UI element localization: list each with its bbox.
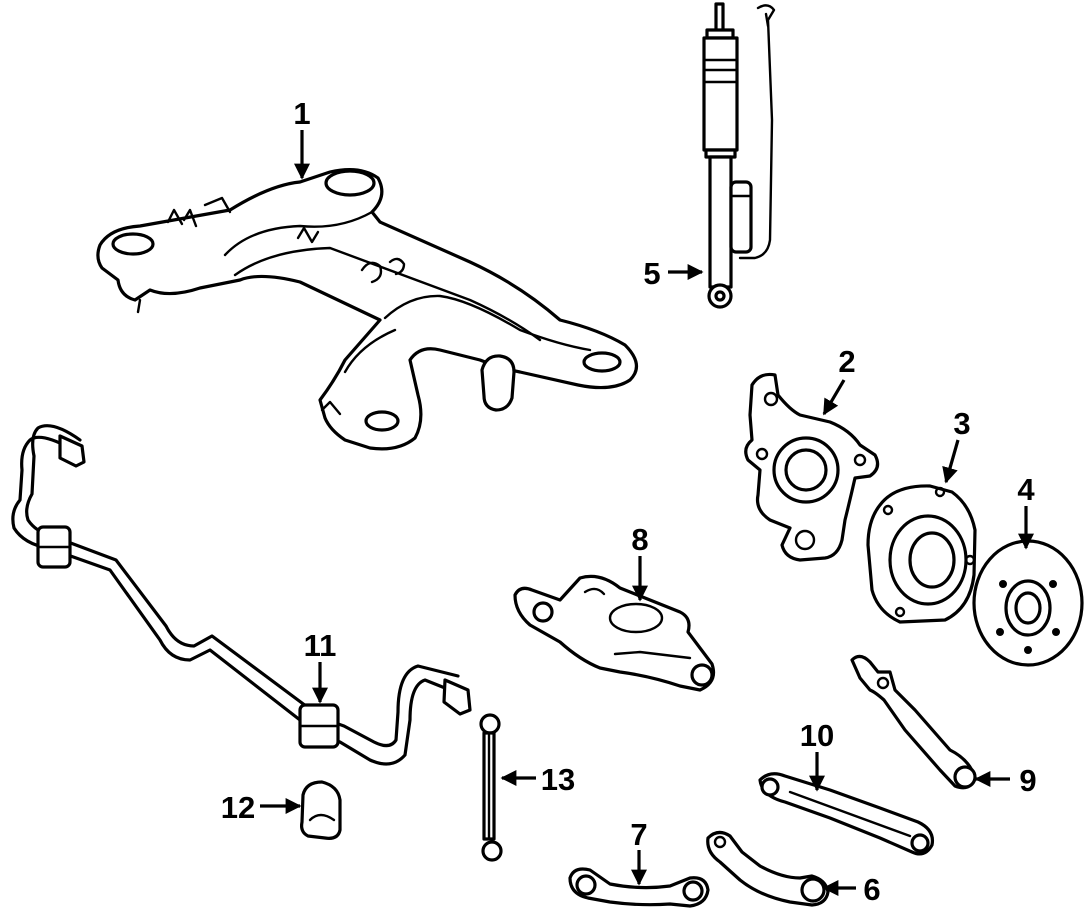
stabilizer-bushing-part[interactable] <box>300 780 342 840</box>
callout-labels: 1 2 3 4 5 6 7 8 9 10 11 12 13 <box>221 96 1037 907</box>
toe-link-part[interactable] <box>706 830 830 907</box>
lower-control-arm-part[interactable] <box>513 574 716 692</box>
hub-bearing-part[interactable] <box>866 484 977 624</box>
callout-9[interactable]: 9 <box>1019 763 1036 798</box>
callout-6[interactable]: 6 <box>863 872 880 907</box>
brake-disc-part[interactable] <box>972 539 1084 667</box>
shock-absorber-part[interactable] <box>702 2 776 309</box>
callout-2[interactable]: 2 <box>838 344 855 379</box>
callout-4[interactable]: 4 <box>1017 472 1035 507</box>
camber-link-part[interactable] <box>758 772 935 856</box>
upper-arm-part[interactable] <box>568 867 710 908</box>
callout-8[interactable]: 8 <box>631 522 648 557</box>
callout-10[interactable]: 10 <box>800 718 834 753</box>
callout-11[interactable]: 11 <box>304 628 337 663</box>
subframe-part[interactable] <box>96 167 638 451</box>
callout-5[interactable]: 5 <box>643 256 660 291</box>
stabilizer-bar-part[interactable] <box>11 424 472 766</box>
callout-13[interactable]: 13 <box>541 762 575 797</box>
trailing-arm-part[interactable] <box>850 654 977 790</box>
leader-lines <box>260 130 1034 896</box>
stabilizer-link-part[interactable] <box>479 713 503 862</box>
callout-12[interactable]: 12 <box>221 790 255 825</box>
callout-7[interactable]: 7 <box>630 817 647 852</box>
callout-3[interactable]: 3 <box>953 406 970 441</box>
knuckle-part[interactable] <box>744 372 880 562</box>
callout-1[interactable]: 1 <box>293 96 310 131</box>
